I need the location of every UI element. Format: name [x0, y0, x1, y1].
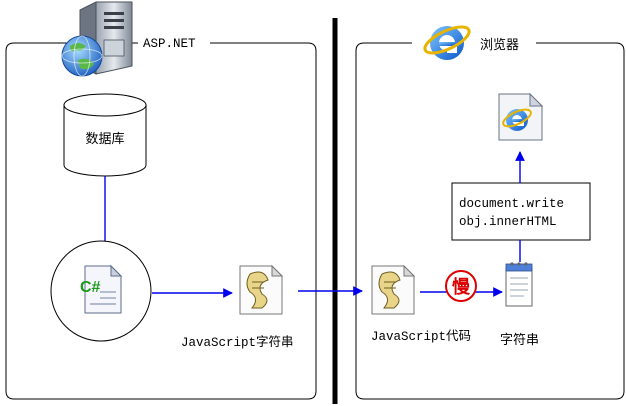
csharp-icon-text: C# [80, 279, 101, 296]
render-method-document-write: document.write [459, 197, 564, 211]
server-script-label: JavaScript字符串 [181, 334, 294, 350]
render-method-inner-html: obj.innerHTML [459, 215, 557, 229]
csharp-file-icon: C# [80, 264, 123, 314]
server-globe-icon [61, 1, 133, 77]
string-label: 字符串 [500, 332, 539, 348]
server-script-icon [239, 264, 284, 315]
database-label: 数据库 [85, 131, 124, 147]
slow-badge: 慢 [445, 270, 477, 302]
slow-badge-text: 慢 [452, 276, 471, 298]
render-methods-box [451, 182, 591, 241]
notepad-icon [505, 262, 533, 307]
browser-panel [355, 42, 625, 400]
internet-explorer-icon [423, 25, 471, 60]
browser-script-label: JavaScript代码 [371, 329, 471, 344]
server-panel [5, 42, 317, 400]
database-cylinder [63, 93, 147, 177]
browser-script-icon [371, 264, 416, 315]
ie-document-icon [498, 92, 544, 141]
server-title: ASP.NET [143, 37, 196, 51]
browser-title: 浏览器 [480, 37, 519, 53]
